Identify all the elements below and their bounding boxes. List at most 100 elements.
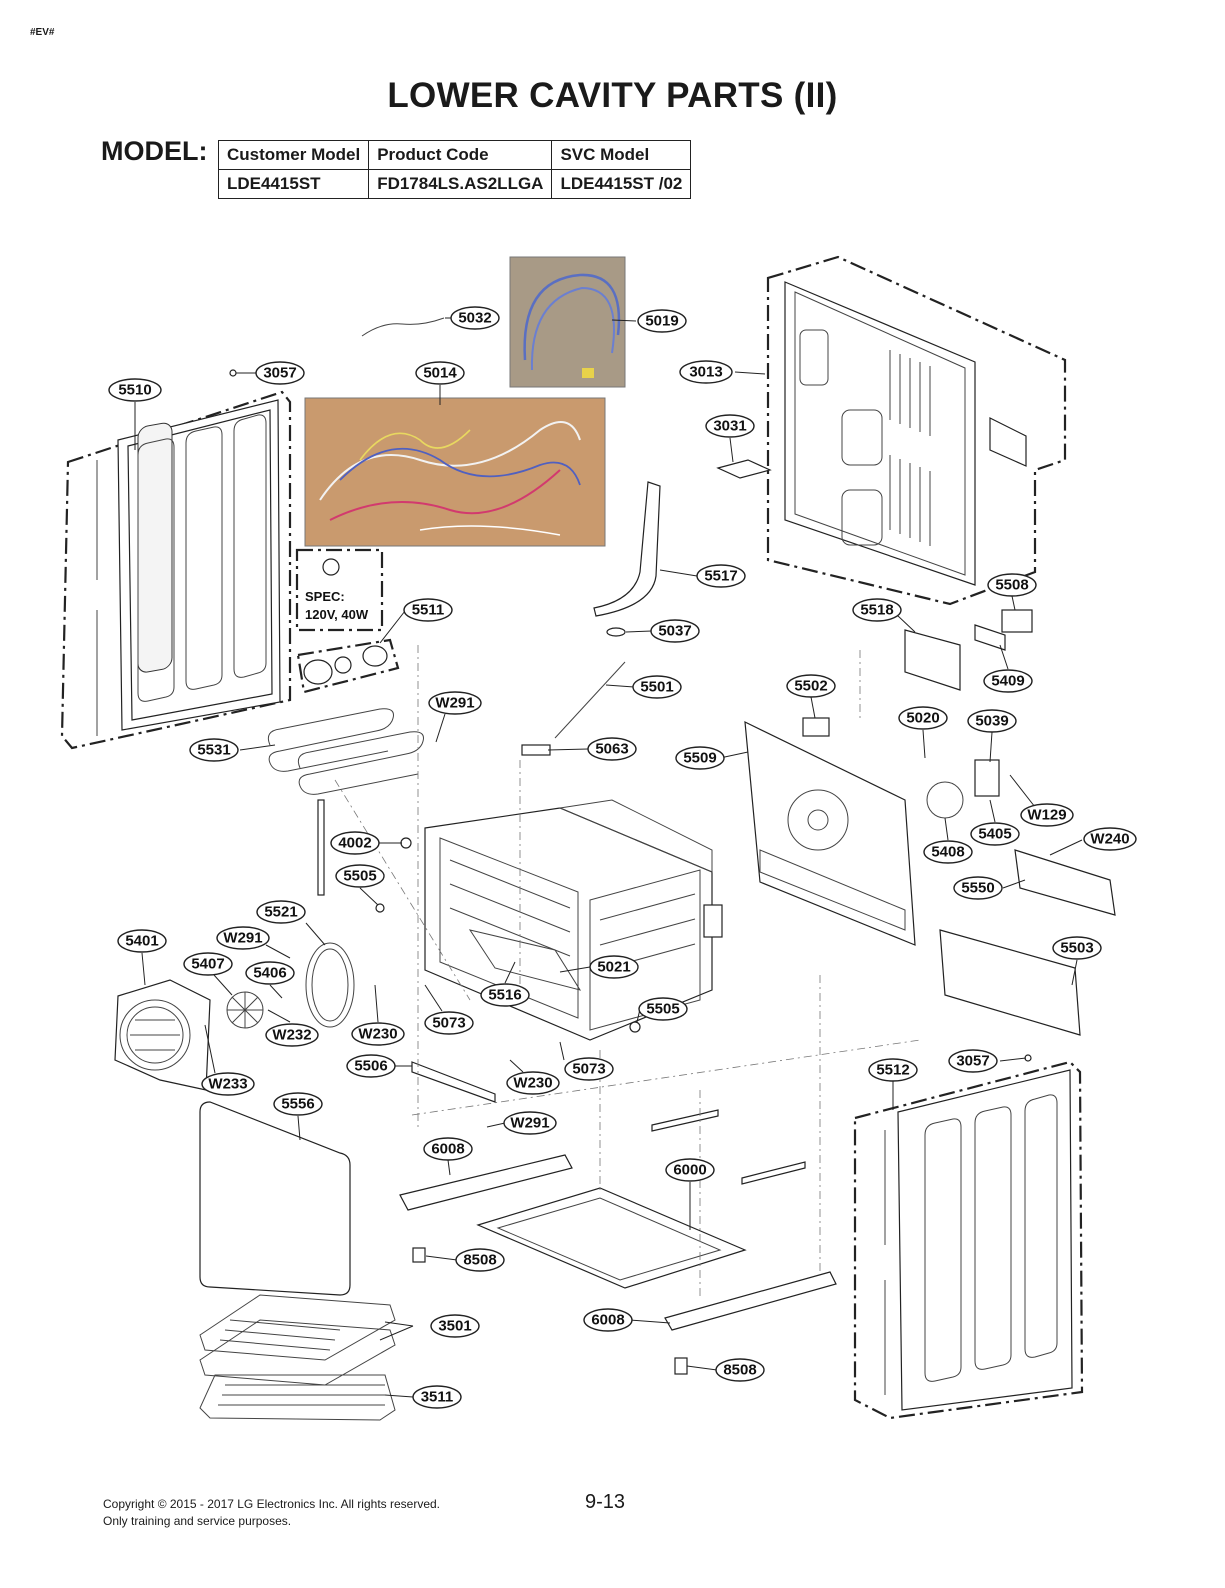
rail-6008-lower [664, 1271, 837, 1331]
model-table: Customer Model Product Code SVC Model LD… [217, 140, 692, 199]
svg-text:5517: 5517 [704, 568, 737, 585]
sensor-4002 [400, 837, 412, 849]
callout-5063: 5063 [587, 737, 637, 761]
callout-5073-lower: 5073 [564, 1057, 614, 1081]
convection-element-5521 [305, 942, 355, 1028]
grommet-5037 [606, 627, 626, 637]
callout-5509: 5509 [675, 746, 725, 770]
oven-cavity [424, 799, 723, 1041]
model-label: MODEL: [101, 136, 208, 166]
callout-W291-middle: W291 [216, 926, 270, 950]
svg-text:5511: 5511 [412, 602, 445, 619]
callout-5039: 5039 [967, 709, 1017, 733]
callout-W230-upper: W230 [351, 1022, 405, 1046]
svg-text:W232: W232 [272, 1027, 311, 1044]
bracket-left-vertical [317, 799, 325, 896]
back-panel-3013 [766, 255, 1067, 606]
model-table-header-row: Customer Model Product Code SVC Model [217, 140, 692, 170]
callout-3501: 3501 [430, 1314, 480, 1338]
svg-text:W291: W291 [510, 1115, 549, 1132]
wire-harness-photo-5014 [304, 397, 606, 547]
callout-5073-upper: 5073 [424, 1011, 474, 1035]
callout-3057-lower: 3057 [948, 1049, 998, 1073]
svg-text:5516: 5516 [488, 987, 521, 1004]
svg-text:3511: 3511 [421, 1389, 454, 1406]
gasket-5556 [199, 1101, 351, 1296]
svg-text:8508: 8508 [723, 1362, 756, 1379]
svg-text:5032: 5032 [458, 310, 491, 327]
svg-text:6008: 6008 [431, 1141, 464, 1158]
leader-lines [134, 317, 1083, 1398]
svg-text:5505: 5505 [646, 1001, 679, 1018]
svg-text:5405: 5405 [978, 826, 1011, 843]
callout-5406: 5406 [245, 961, 295, 985]
callout-5550: 5550 [953, 876, 1003, 900]
callout-5503: 5503 [1052, 936, 1102, 960]
callout-5517: 5517 [696, 564, 746, 588]
plate-3031 [716, 459, 772, 479]
strip-upper [651, 1109, 719, 1132]
header-svc-model: SVC Model [551, 140, 692, 170]
callout-5518: 5518 [852, 598, 902, 622]
svg-text:5505: 5505 [343, 868, 376, 885]
svg-text:3031: 3031 [713, 418, 746, 435]
callout-5032: 5032 [450, 306, 500, 330]
switch-5508 [1001, 609, 1033, 633]
callout-5405: 5405 [970, 822, 1020, 846]
callout-5037: 5037 [650, 619, 700, 643]
bracket-5503 [939, 929, 1081, 1036]
cell-product-code: FD1784LS.AS2LLGA [368, 169, 553, 199]
callout-3013: 3013 [679, 360, 733, 384]
copyright-text: Copyright © 2015 - 2017 LG Electronics I… [103, 1497, 441, 1511]
svg-text:5063: 5063 [595, 741, 628, 758]
motor-5039 [974, 759, 1000, 797]
door-panel-right [853, 1060, 1084, 1420]
callout-6008-lower: 6008 [583, 1308, 633, 1332]
bracket-5518 [904, 629, 961, 691]
callout-5501: 5501 [632, 675, 682, 699]
svg-text:6000: 6000 [673, 1162, 706, 1179]
svg-text:3057: 3057 [956, 1053, 989, 1070]
callout-5510: 5510 [108, 378, 162, 402]
callout-5401: 5401 [117, 929, 167, 953]
svg-text:5014: 5014 [423, 365, 457, 382]
callout-3031: 3031 [705, 414, 755, 438]
bracket-5550 [1014, 849, 1116, 916]
callout-5505-upper: 5505 [335, 864, 385, 888]
fan-cover-5401 [114, 979, 211, 1091]
strip-lower [741, 1161, 806, 1185]
purpose-text: Only training and service purposes. [103, 1514, 292, 1528]
callout-8508-upper: 8508 [455, 1248, 505, 1272]
svg-text:5510: 5510 [118, 382, 151, 399]
cell-customer-model: LDE4415ST [217, 169, 370, 199]
svg-text:W129: W129 [1027, 807, 1066, 824]
callout-5505-lower: 5505 [638, 997, 688, 1021]
header-product-code: Product Code [368, 140, 553, 170]
svg-text:5502: 5502 [794, 678, 827, 695]
callout-5512: 5512 [868, 1058, 918, 1082]
svg-text:5506: 5506 [354, 1058, 387, 1075]
callout-4002: 4002 [330, 831, 380, 855]
callout-5409: 5409 [983, 669, 1033, 693]
oven-rack-3511 [199, 1374, 396, 1421]
model-table-row: LDE4415ST FD1784LS.AS2LLGA LDE4415ST /02 [217, 169, 692, 199]
svg-text:W291: W291 [223, 930, 262, 947]
svg-text:W230: W230 [358, 1026, 397, 1043]
spec-line-1: SPEC: [305, 589, 345, 604]
svg-text:3057: 3057 [263, 365, 296, 382]
header-customer-model: Customer Model [217, 140, 370, 170]
svg-text:5503: 5503 [1060, 940, 1093, 957]
page-number: 9-13 [585, 1491, 626, 1513]
callout-6000: 6000 [665, 1158, 715, 1182]
svg-text:5019: 5019 [645, 313, 678, 330]
svg-text:5518: 5518 [860, 602, 893, 619]
svg-text:W233: W233 [208, 1076, 247, 1093]
svg-text:W230: W230 [513, 1075, 552, 1092]
callout-3057-upper: 3057 [255, 361, 305, 385]
footer-copyright: Copyright © 2015 - 2017 LG Electronics I… [103, 1496, 440, 1530]
svg-text:5501: 5501 [640, 679, 673, 696]
screw-3057-upper [229, 369, 237, 377]
callout-5508: 5508 [987, 573, 1037, 597]
svg-text:5020: 5020 [906, 710, 939, 727]
